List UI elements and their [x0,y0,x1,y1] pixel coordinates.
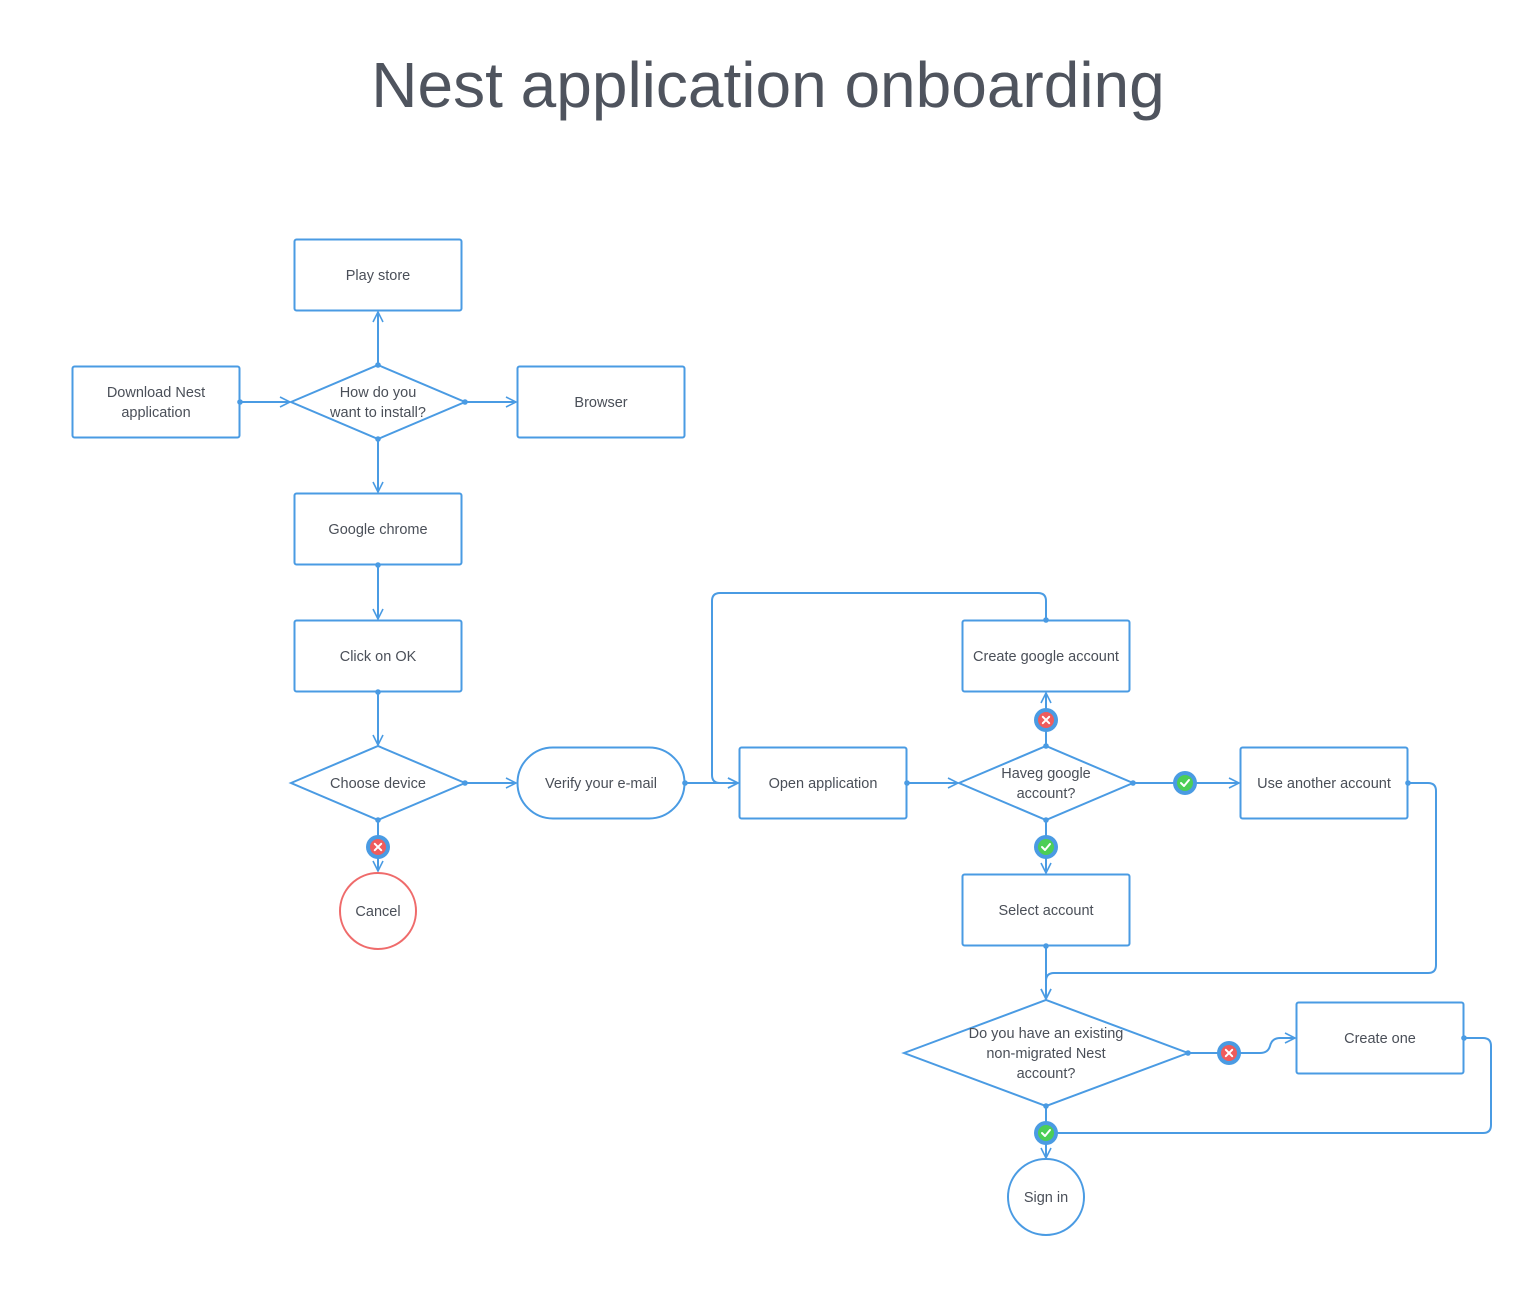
node-create-google-account[interactable]: Create google account [961,619,1131,693]
node-sign-in[interactable]: Sign in [1007,1158,1085,1236]
node-label: account? [1017,1066,1076,1082]
node-label: Play store [346,268,410,284]
check-icon [1041,843,1051,851]
node-label: Verify your e-mail [545,776,657,792]
node-use-another-account[interactable]: Use another account [1239,746,1409,820]
connector-dot [1130,780,1136,786]
node-cancel[interactable]: Cancel [339,872,417,950]
connector-dot [1405,780,1411,786]
badge-check-icon [1034,1121,1058,1145]
connector-dot [1043,943,1049,949]
connector-dot [1043,617,1049,623]
badge-check-icon [1173,771,1197,795]
connector-dot [1461,1035,1467,1041]
badge-x-icon [1217,1041,1241,1065]
node-download-nest[interactable]: Download Nest application [71,365,241,439]
check-icon [1041,1129,1051,1137]
connector-dot [462,780,468,786]
connector-dot [1043,743,1049,749]
connector-dot [237,399,243,405]
connector-dot [1185,1050,1191,1056]
node-click-ok[interactable]: Click on OK [293,619,463,693]
badge-check-icon [1034,835,1058,859]
node-open-application[interactable]: Open application [738,746,908,820]
node-install-question[interactable]: How do you want to install? [288,363,468,441]
node-label: non-migrated Nest [986,1046,1105,1062]
node-label: Choose device [330,776,426,792]
node-label: Click on OK [340,649,417,665]
connector-dot [375,689,381,695]
node-label: Do you have an existing [969,1026,1124,1042]
connector-dot [1043,1103,1049,1109]
connector-dot [462,399,468,405]
node-label: want to install? [329,405,426,421]
x-icon [373,842,383,852]
x-icon [1041,715,1051,725]
badge-x-icon [366,835,390,859]
connector-dot [682,780,688,786]
node-label: Sign in [1024,1190,1068,1206]
node-create-one[interactable]: Create one [1295,1001,1465,1075]
connector-dot [375,562,381,568]
node-browser[interactable]: Browser [516,365,686,439]
connector-dot [375,436,381,442]
node-label: Create google account [973,649,1119,665]
diagram-title: Nest application onboarding [371,49,1165,121]
node-label: Open application [769,776,878,792]
node-label: Cancel [355,904,400,920]
node-label: Google chrome [328,522,427,538]
connector-dot [1043,817,1049,823]
connector-dot [904,780,910,786]
node-label: How do you [340,385,417,401]
edge-useanother-to-existing [1046,782,1437,999]
node-label: account? [1017,786,1076,802]
edge-createone-to-signin [1046,1037,1492,1133]
x-icon [1224,1048,1234,1058]
node-play-store[interactable]: Play store [293,238,463,312]
node-google-chrome[interactable]: Google chrome [293,492,463,566]
connector-dot [375,817,381,823]
node-label: Create one [1344,1031,1416,1047]
node-have-google-account[interactable]: Haveg google account? [956,744,1136,822]
node-label: application [121,405,190,421]
node-choose-device[interactable]: Choose device [288,744,468,822]
node-label: Select account [998,903,1093,919]
badge-x-icon [1034,708,1058,732]
edge-existing-to-createone [1188,1038,1295,1054]
connector-dot [375,362,381,368]
node-verify-email[interactable]: Verify your e-mail [516,746,686,820]
node-label: Haveg google [1001,766,1091,782]
node-existing-nest-account[interactable]: Do you have an existing non-migrated Nest… [901,998,1191,1108]
check-icon [1180,779,1190,787]
node-label: Browser [574,395,627,411]
node-label: Use another account [1257,776,1391,792]
node-select-account[interactable]: Select account [961,873,1131,947]
edge-createaccount-loop-to-open [711,592,1047,783]
node-label: Download Nest [107,385,205,401]
